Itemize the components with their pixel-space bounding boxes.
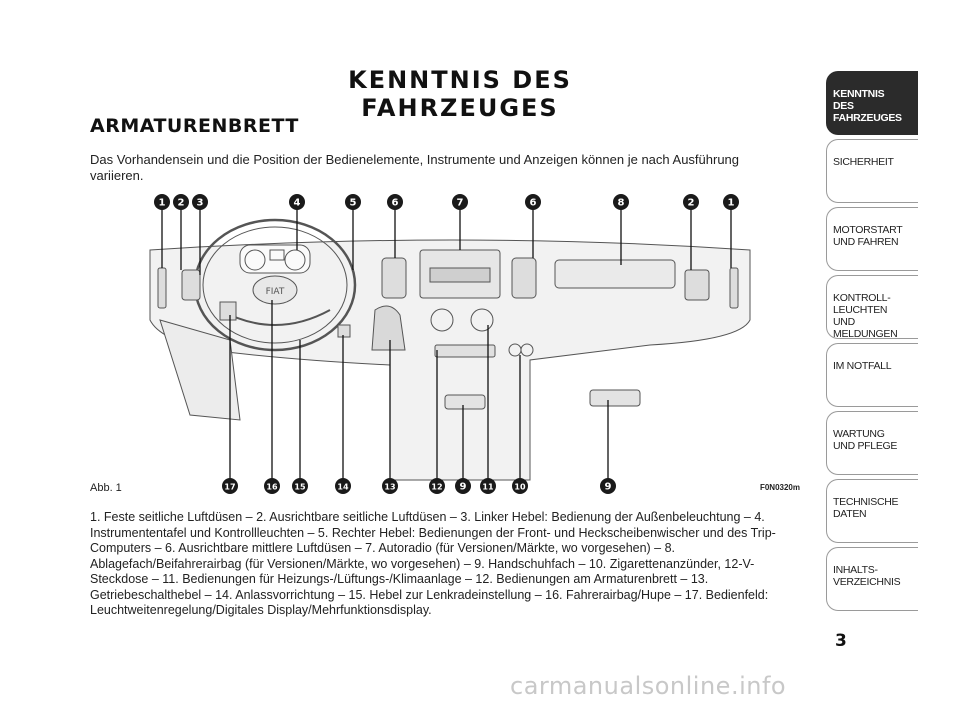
tab-label: TECHNISCHE DATEN xyxy=(833,496,899,520)
figure-caption: 1. Feste seitliche Luftdüsen – 2. Ausric… xyxy=(90,510,776,617)
tab-label: IM NOTFALL xyxy=(833,360,892,372)
tab-label: MOTORSTART UND FAHREN xyxy=(833,224,903,248)
tab-label: KONTROLL- LEUCHTEN UND MELDUNGEN xyxy=(833,292,898,340)
callout-bottom-10: 10 xyxy=(512,478,528,494)
svg-text:12: 12 xyxy=(431,483,442,492)
tab-kenntnis[interactable]: KENNTNIS DES FAHRZEUGES xyxy=(826,71,918,135)
callout-bottom-9: 9 xyxy=(455,478,471,494)
dashboard-figure: FIAT xyxy=(90,190,820,500)
tab-label: INHALTS- VERZEICHNIS xyxy=(833,564,901,588)
dashboard-illustration: FIAT xyxy=(149,194,751,494)
svg-text:6: 6 xyxy=(530,198,537,209)
svg-text:8: 8 xyxy=(618,198,625,209)
tab-label: WARTUNG UND PFLEGE xyxy=(833,428,898,452)
callout-bottom-13: 13 xyxy=(382,478,398,494)
svg-text:17: 17 xyxy=(224,483,235,492)
callout-bottom-15: 15 xyxy=(292,478,308,494)
svg-text:9: 9 xyxy=(460,482,467,493)
svg-text:14: 14 xyxy=(337,483,349,492)
svg-text:13: 13 xyxy=(384,483,395,492)
svg-text:15: 15 xyxy=(294,483,306,492)
svg-text:6: 6 xyxy=(392,198,399,209)
svg-text:5: 5 xyxy=(350,198,357,209)
callout-top-1: 1 xyxy=(723,194,739,210)
tab-kontrollleuchten[interactable]: KONTROLL- LEUCHTEN UND MELDUNGEN xyxy=(826,275,918,340)
tab-motorstart[interactable]: MOTORSTART UND FAHREN xyxy=(826,207,918,271)
callout-top-2: 2 xyxy=(173,194,189,210)
chapter-sidebar: KENNTNIS DES FAHRZEUGES SICHERHEIT MOTOR… xyxy=(826,71,918,619)
callout-top-8: 8 xyxy=(613,194,629,210)
tab-label: SICHERHEIT xyxy=(833,156,894,168)
callout-bottom-9: 9 xyxy=(600,478,616,494)
tab-sicherheit[interactable]: SICHERHEIT xyxy=(826,139,918,203)
svg-text:7: 7 xyxy=(457,198,464,209)
callout-top-5: 5 xyxy=(345,194,361,210)
section-title: ARMATURENBRETT xyxy=(90,115,299,137)
page-title: KENNTNIS DES FAHRZEUGES xyxy=(348,66,572,122)
figure-label: Abb. 1 xyxy=(90,482,122,494)
svg-text:4: 4 xyxy=(294,198,301,209)
callout-top-1: 1 xyxy=(154,194,170,210)
tab-technische-daten[interactable]: TECHNISCHE DATEN xyxy=(826,479,918,543)
tab-label: KENNTNIS DES FAHRZEUGES xyxy=(833,88,902,124)
callout-bottom-11: 11 xyxy=(480,478,496,494)
callout-bottom-14: 14 xyxy=(335,478,351,494)
callout-bottom-17: 17 xyxy=(222,478,238,494)
callout-top-4: 4 xyxy=(289,194,305,210)
svg-text:3: 3 xyxy=(197,198,204,209)
intro-text: Das Vorhandensein und die Position der B… xyxy=(90,152,740,183)
svg-text:9: 9 xyxy=(605,482,612,493)
tab-im-notfall[interactable]: IM NOTFALL xyxy=(826,343,918,407)
callout-top-3: 3 xyxy=(192,194,208,210)
svg-text:2: 2 xyxy=(178,198,185,209)
svg-text:1: 1 xyxy=(728,198,735,209)
tab-wartung[interactable]: WARTUNG UND PFLEGE xyxy=(826,411,918,475)
watermark: carmanualsonline.info xyxy=(510,672,787,700)
callout-top-6: 6 xyxy=(525,194,541,210)
tab-inhaltsverzeichnis[interactable]: INHALTS- VERZEICHNIS xyxy=(826,547,918,611)
callout-top-7: 7 xyxy=(452,194,468,210)
svg-text:2: 2 xyxy=(688,198,695,209)
svg-text:16: 16 xyxy=(266,483,278,492)
svg-text:1: 1 xyxy=(159,198,166,209)
svg-text:11: 11 xyxy=(482,483,494,492)
callout-top-6: 6 xyxy=(387,194,403,210)
svg-text:FIAT: FIAT xyxy=(266,287,285,297)
callout-bottom-12: 12 xyxy=(429,478,445,494)
callout-bottom-16: 16 xyxy=(264,478,280,494)
svg-text:10: 10 xyxy=(514,483,526,492)
callout-top-2: 2 xyxy=(683,194,699,210)
page-number: 3 xyxy=(835,631,847,651)
figure-code: F0N0320m xyxy=(759,483,800,492)
